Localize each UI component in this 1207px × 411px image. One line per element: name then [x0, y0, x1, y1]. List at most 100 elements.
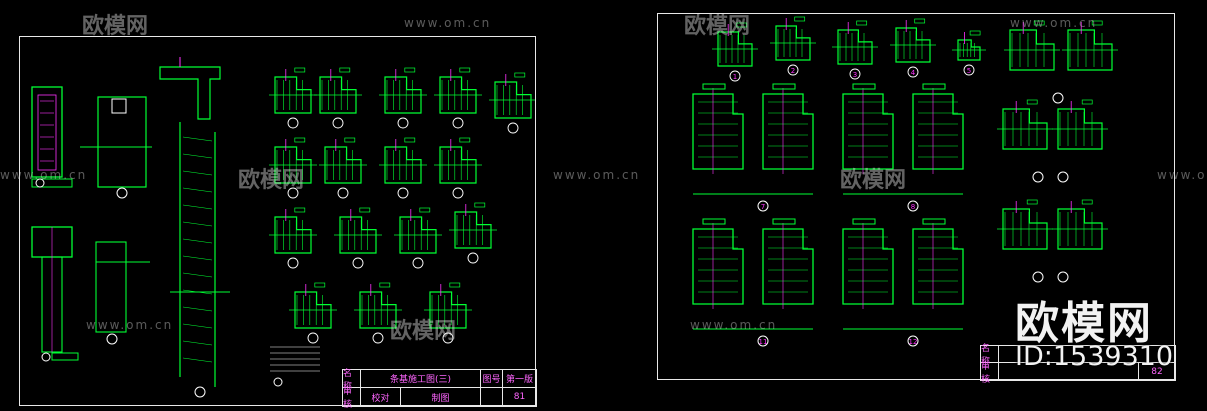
detail-marker [452, 187, 464, 199]
callout-box [419, 207, 431, 213]
watermark-big-brand: 欧模网 [1015, 298, 1153, 349]
callout-box [772, 218, 796, 225]
detail-number: 2 [791, 67, 795, 75]
foundation-section [842, 228, 894, 305]
section-outline [454, 211, 492, 249]
foundation-section [762, 93, 814, 170]
tb-label-name: 名称 [343, 369, 361, 392]
detail-marker [116, 187, 128, 199]
detail-marker [352, 257, 364, 269]
callout-box [736, 22, 748, 28]
detail-marker [412, 257, 424, 269]
rebar-line [182, 323, 213, 329]
wall-section [97, 96, 147, 188]
callout-box [294, 207, 306, 213]
foundation-section [842, 93, 894, 170]
detail-marker [963, 64, 975, 76]
section-outline [775, 25, 811, 61]
callout-box [404, 137, 416, 143]
detail-marker [287, 187, 299, 199]
rebar-line [182, 340, 213, 346]
callout-box [294, 67, 306, 73]
foundation-section [912, 93, 964, 170]
detail-marker [307, 332, 319, 344]
detail-marker [372, 332, 384, 344]
section-outline [957, 39, 981, 61]
section-outline [384, 76, 422, 114]
callout-box [1026, 99, 1038, 105]
detail-marker [757, 335, 769, 347]
watermark-url: www.om.cn [404, 16, 492, 30]
callout-box [459, 67, 471, 73]
callout-box [339, 67, 351, 73]
detail-number: 5 [967, 67, 971, 75]
section-outline [1057, 108, 1103, 150]
tb-label-number: 图号 [481, 370, 503, 388]
detail-number: 3 [853, 71, 857, 79]
rebar-line [182, 136, 213, 142]
callout-box [449, 282, 461, 288]
foundation-section [762, 228, 814, 305]
callout-box [856, 20, 868, 26]
detail-marker [1057, 271, 1069, 283]
callout-box [1026, 199, 1038, 205]
callout-box [359, 207, 371, 213]
callout-box [1091, 20, 1103, 26]
tb-label-review: 审核 [343, 387, 361, 410]
rebar-line [182, 204, 213, 210]
section-outline [439, 76, 477, 114]
title-block-left: 名称 条基施工图(三) 图号 第一版 审核 校对 制图 81 [342, 369, 537, 410]
column-elevation [31, 86, 63, 178]
callout-box [474, 202, 486, 208]
detail-marker [332, 117, 344, 129]
detail-number: 8 [911, 203, 915, 211]
detail-marker [1032, 171, 1044, 183]
section-outline [439, 146, 477, 184]
detail-number: 7 [761, 203, 765, 211]
watermark-id: ID:1539310 [1015, 341, 1174, 372]
callout-box [379, 282, 391, 288]
callout-box [852, 218, 876, 225]
detail-marker [273, 377, 283, 387]
detail-number: 11 [759, 338, 768, 346]
callout-box [514, 72, 526, 78]
callout-box [794, 16, 806, 22]
detail-marker [787, 64, 799, 76]
section-outline [319, 76, 357, 114]
tb-empty [481, 388, 503, 406]
detail-number: 4 [911, 69, 916, 77]
rebar-line [182, 170, 213, 176]
rebar-line [182, 272, 213, 278]
rebar-line [182, 306, 213, 312]
tb-label-check: 校对 [361, 388, 401, 406]
section-outline [399, 216, 437, 254]
watermark-url: www.om.cn [553, 168, 641, 182]
detail-marker [452, 117, 464, 129]
callout-box [914, 18, 926, 24]
foundation-section [692, 93, 744, 170]
tb-empty [999, 363, 1139, 380]
foundation-section [912, 228, 964, 305]
opening-mark [111, 98, 127, 114]
callout-box [922, 218, 946, 225]
detail-marker [397, 117, 409, 129]
callout-box [852, 83, 876, 90]
detail-marker [287, 257, 299, 269]
section-outline [895, 27, 931, 63]
detail-marker [849, 68, 861, 80]
wall-section [95, 241, 127, 333]
beam-section [159, 66, 221, 120]
detail-number: 1 [733, 73, 737, 81]
callout-box [1081, 99, 1093, 105]
detail-marker [287, 117, 299, 129]
rebar-line [182, 357, 213, 363]
section-outline [274, 216, 312, 254]
callout-box [459, 137, 471, 143]
callout-box [922, 83, 946, 90]
detail-marker [397, 187, 409, 199]
column-core [37, 94, 57, 171]
callout-box [969, 30, 981, 36]
foundation-section [692, 228, 744, 305]
